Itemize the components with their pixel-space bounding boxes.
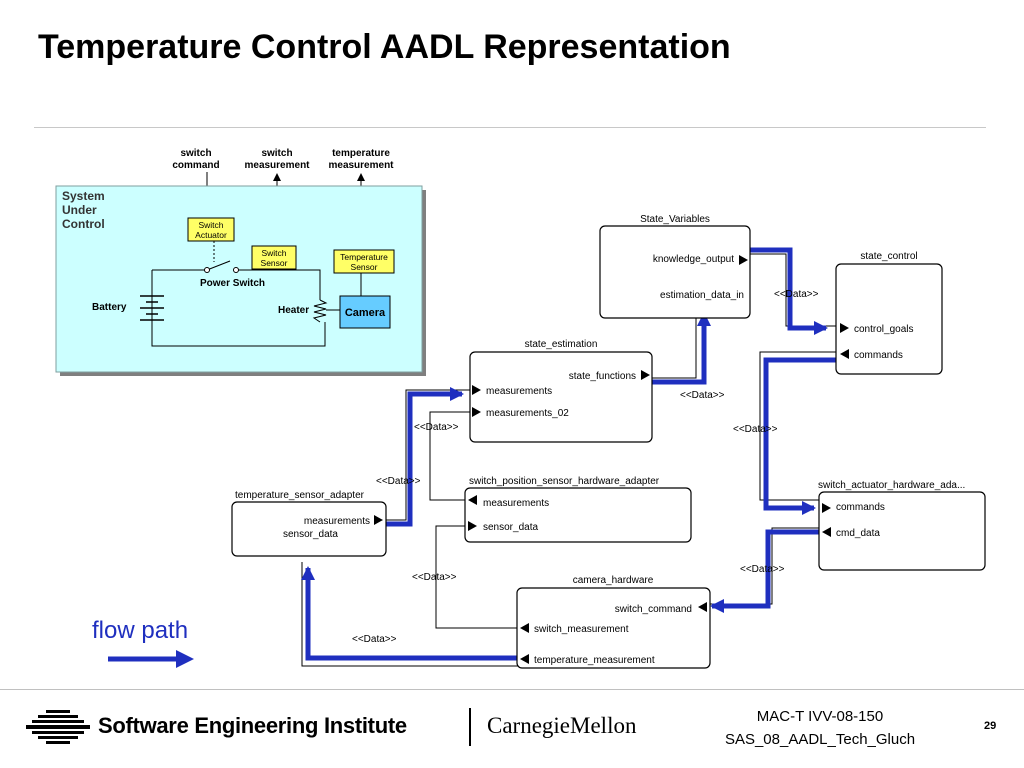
svg-text:<<Data>>: <<Data>> xyxy=(740,564,785,575)
footer-separator xyxy=(469,708,471,746)
legend-flow-arrow-icon xyxy=(108,650,194,668)
port-out-arrow-icon xyxy=(739,255,748,265)
svg-text:state_control: state_control xyxy=(860,251,917,262)
svg-text:state_estimation: state_estimation xyxy=(525,339,598,350)
power-switch-label: Power Switch xyxy=(200,278,265,289)
label-switch-measurement: switch xyxy=(261,148,292,159)
heater-label: Heater xyxy=(278,305,309,316)
port-out-arrow-icon xyxy=(374,515,383,525)
component-switch-position-sensor-hardware-adapter[interactable]: switch_position_sensor_hardware_adapter … xyxy=(464,476,692,543)
document-id-line2: SAS_08_AADL_Tech_Gluch xyxy=(724,731,916,748)
port-switch-measurement[interactable]: switch_measurement xyxy=(534,624,629,635)
footer-divider xyxy=(0,689,1024,690)
port-cmd-data[interactable]: cmd_data xyxy=(836,528,880,539)
svg-text:Camera: Camera xyxy=(345,307,386,319)
svg-text:<<Data>>: <<Data>> xyxy=(414,422,459,433)
port-in-arrow-icon xyxy=(840,323,849,333)
port-state-functions[interactable]: state_functions xyxy=(569,371,636,382)
svg-text:switch_actuator_hardware_ada..: switch_actuator_hardware_ada... xyxy=(818,480,965,491)
slide-title: Temperature Control AADL Representation xyxy=(38,28,731,66)
component-camera-hardware[interactable]: camera_hardware switch_command switch_me… xyxy=(516,575,711,669)
panel-title: System Under Control xyxy=(62,189,108,231)
label-switch-measurement-2: measurement xyxy=(244,160,310,171)
svg-text:<<Data>>: <<Data>> xyxy=(376,476,421,487)
port-commands[interactable]: commands xyxy=(854,350,903,361)
svg-text:<<Data>>: <<Data>> xyxy=(733,424,778,435)
port-measurements[interactable]: measurements xyxy=(304,516,370,527)
svg-text:Actuator: Actuator xyxy=(195,230,227,240)
port-out-arrow-icon xyxy=(468,495,477,505)
port-in-arrow-icon xyxy=(472,385,481,395)
port-in-arrow-icon xyxy=(468,521,477,531)
aadl-diagram: switch command switch measurement temper… xyxy=(55,148,986,669)
document-id: MAC-T IVV-08-150 SAS_08_AADL_Tech_Gluch xyxy=(700,705,940,751)
label-temperature-measurement-2: measurement xyxy=(328,160,394,171)
legend-label: flow path xyxy=(92,617,189,644)
document-id-line1: MAC-T IVV-08-150 xyxy=(756,708,884,725)
system-under-control-inset: switch command switch measurement temper… xyxy=(55,148,426,376)
port-measurements[interactable]: measurements xyxy=(483,498,549,509)
svg-text:camera_hardware: camera_hardware xyxy=(573,575,654,586)
svg-text:Sensor: Sensor xyxy=(351,262,378,272)
port-measurements-02[interactable]: measurements_02 xyxy=(486,408,569,419)
port-out-arrow-icon xyxy=(822,527,831,537)
component-switch-actuator-hardware-adapter[interactable]: switch_actuator_hardware_ada... commands… xyxy=(818,480,986,571)
component-state-variables[interactable]: State_Variables knowledge_output estimat… xyxy=(599,214,751,319)
port-in-arrow-icon xyxy=(472,407,481,417)
svg-text:<<Data>>: <<Data>> xyxy=(680,390,725,401)
svg-text:Switch: Switch xyxy=(198,220,223,230)
label-switch-command: switch xyxy=(180,148,211,159)
connection-labels: <<Data>> <<Data>> <<Data>> <<Data>> <<Da… xyxy=(352,289,819,645)
port-switch-command[interactable]: switch_command xyxy=(615,604,692,615)
battery-label: Battery xyxy=(92,302,127,313)
label-switch-command-2: command xyxy=(172,160,219,171)
component-state-control[interactable]: state_control control_goals commands xyxy=(835,251,943,375)
svg-text:Sensor: Sensor xyxy=(261,258,288,268)
camera-box xyxy=(339,295,391,329)
switch-actuator-box xyxy=(187,217,235,242)
port-measurements[interactable]: measurements xyxy=(486,386,552,397)
component-state-estimation[interactable]: state_estimation state_functions measure… xyxy=(469,339,653,443)
svg-text:State_Variables: State_Variables xyxy=(640,214,710,225)
port-commands[interactable]: commands xyxy=(836,502,885,513)
port-in-arrow-icon xyxy=(698,602,707,612)
port-out-arrow-icon xyxy=(641,370,650,380)
svg-text:switch_position_sensor_hardwar: switch_position_sensor_hardware_adapter xyxy=(469,476,660,487)
cmu-name: CarnegieMellon xyxy=(487,713,637,738)
port-out-arrow-icon xyxy=(520,654,529,664)
sei-logo-icon xyxy=(26,710,90,744)
svg-text:<<Data>>: <<Data>> xyxy=(352,634,397,645)
port-estimation-data-in[interactable]: estimation_data_in xyxy=(660,290,744,301)
svg-text:Switch: Switch xyxy=(261,248,286,258)
port-control-goals[interactable]: control_goals xyxy=(854,324,913,335)
switch-sensor-box xyxy=(251,245,297,270)
port-out-arrow-icon xyxy=(520,623,529,633)
sei-name: Software Engineering Institute xyxy=(98,713,407,738)
port-sensor-data[interactable]: sensor_data xyxy=(283,529,338,540)
port-sensor-data[interactable]: sensor_data xyxy=(483,522,538,533)
port-out-arrow-icon xyxy=(840,349,849,359)
svg-text:Temperature: Temperature xyxy=(340,252,388,262)
svg-text:<<Data>>: <<Data>> xyxy=(412,572,457,583)
temperature-sensor-box xyxy=(333,249,395,274)
port-knowledge-output[interactable]: knowledge_output xyxy=(653,254,734,265)
svg-text:temperature_sensor_adapter: temperature_sensor_adapter xyxy=(235,490,365,501)
page-number: 29 xyxy=(984,720,997,732)
title-divider xyxy=(34,127,986,128)
port-temperature-measurement[interactable]: temperature_measurement xyxy=(534,655,655,666)
svg-text:<<Data>>: <<Data>> xyxy=(774,289,819,300)
label-temperature-measurement: temperature xyxy=(332,148,390,159)
port-in-arrow-icon xyxy=(822,503,831,513)
component-temperature-sensor-adapter[interactable]: temperature_sensor_adapter measurements … xyxy=(231,490,387,557)
flow-path xyxy=(301,247,836,661)
